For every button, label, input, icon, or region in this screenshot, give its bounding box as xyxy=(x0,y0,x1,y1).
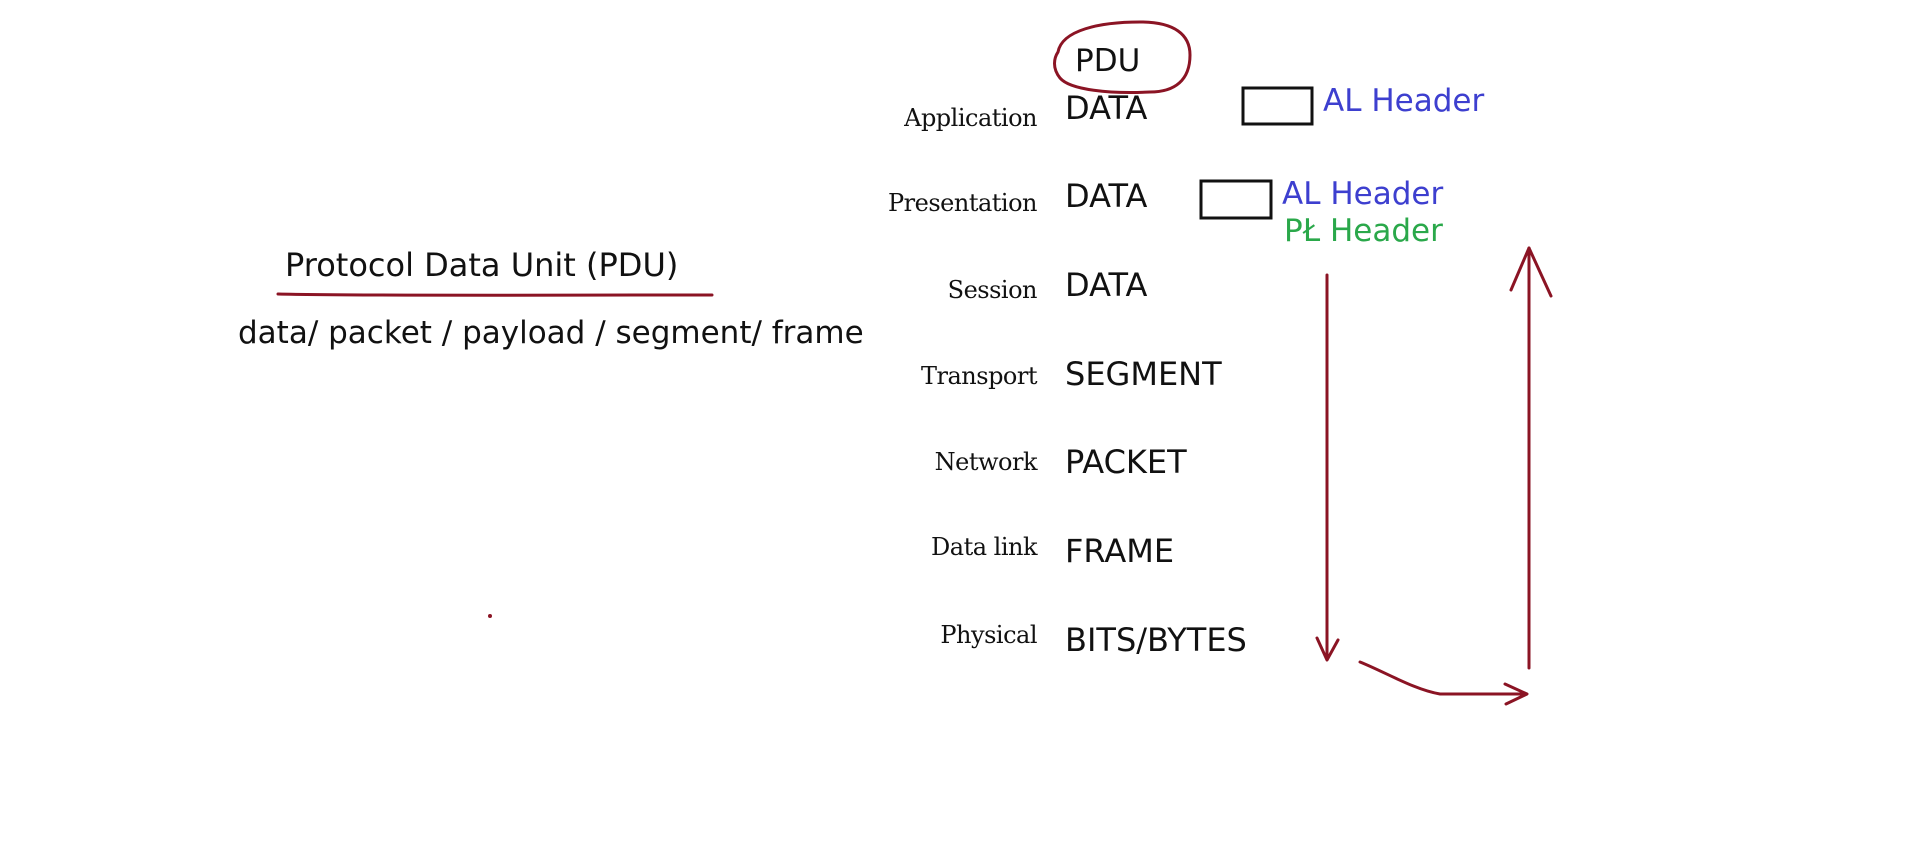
layer-presentation: Presentation xyxy=(888,189,1037,217)
layer-transport: Transport xyxy=(921,362,1038,390)
pdu-circle xyxy=(1053,20,1192,94)
pdu-session: DATA xyxy=(1065,266,1148,304)
pdu-physical: BITS/BYTES xyxy=(1065,621,1247,659)
pdu-presentation: DATA xyxy=(1065,177,1148,215)
application-header-box xyxy=(1241,86,1314,126)
stray-dot xyxy=(488,614,492,618)
title-underline xyxy=(276,292,714,297)
application-al-header: AL Header xyxy=(1323,83,1485,119)
pdu-application: DATA xyxy=(1065,89,1148,127)
layer-session: Session xyxy=(947,276,1038,304)
layer-physical: Physical xyxy=(940,621,1037,649)
pdu-data-link: FRAME xyxy=(1065,532,1175,570)
presentation-al-header: AL Header xyxy=(1282,176,1444,212)
up-arrow-head xyxy=(1509,246,1553,298)
pdu-transport: SEGMENT xyxy=(1065,355,1222,393)
layer-data-link: Data link xyxy=(931,533,1037,561)
pdu-heading: PDU xyxy=(1075,43,1141,79)
presentation-header-box xyxy=(1199,179,1273,220)
bottom-arrow-head xyxy=(1503,682,1529,706)
down-arrow-head xyxy=(1315,636,1340,662)
pdu-network: PACKET xyxy=(1065,443,1187,481)
layer-network: Network xyxy=(934,448,1038,476)
pdu-title: Protocol Data Unit (PDU) xyxy=(285,246,679,284)
bottom-arrow xyxy=(1358,660,1527,696)
pdu-terms: data/ packet / payload / segment/ frame xyxy=(238,315,864,351)
layer-application: Application xyxy=(904,104,1037,132)
presentation-pl-header: PŁ Header xyxy=(1284,213,1443,249)
